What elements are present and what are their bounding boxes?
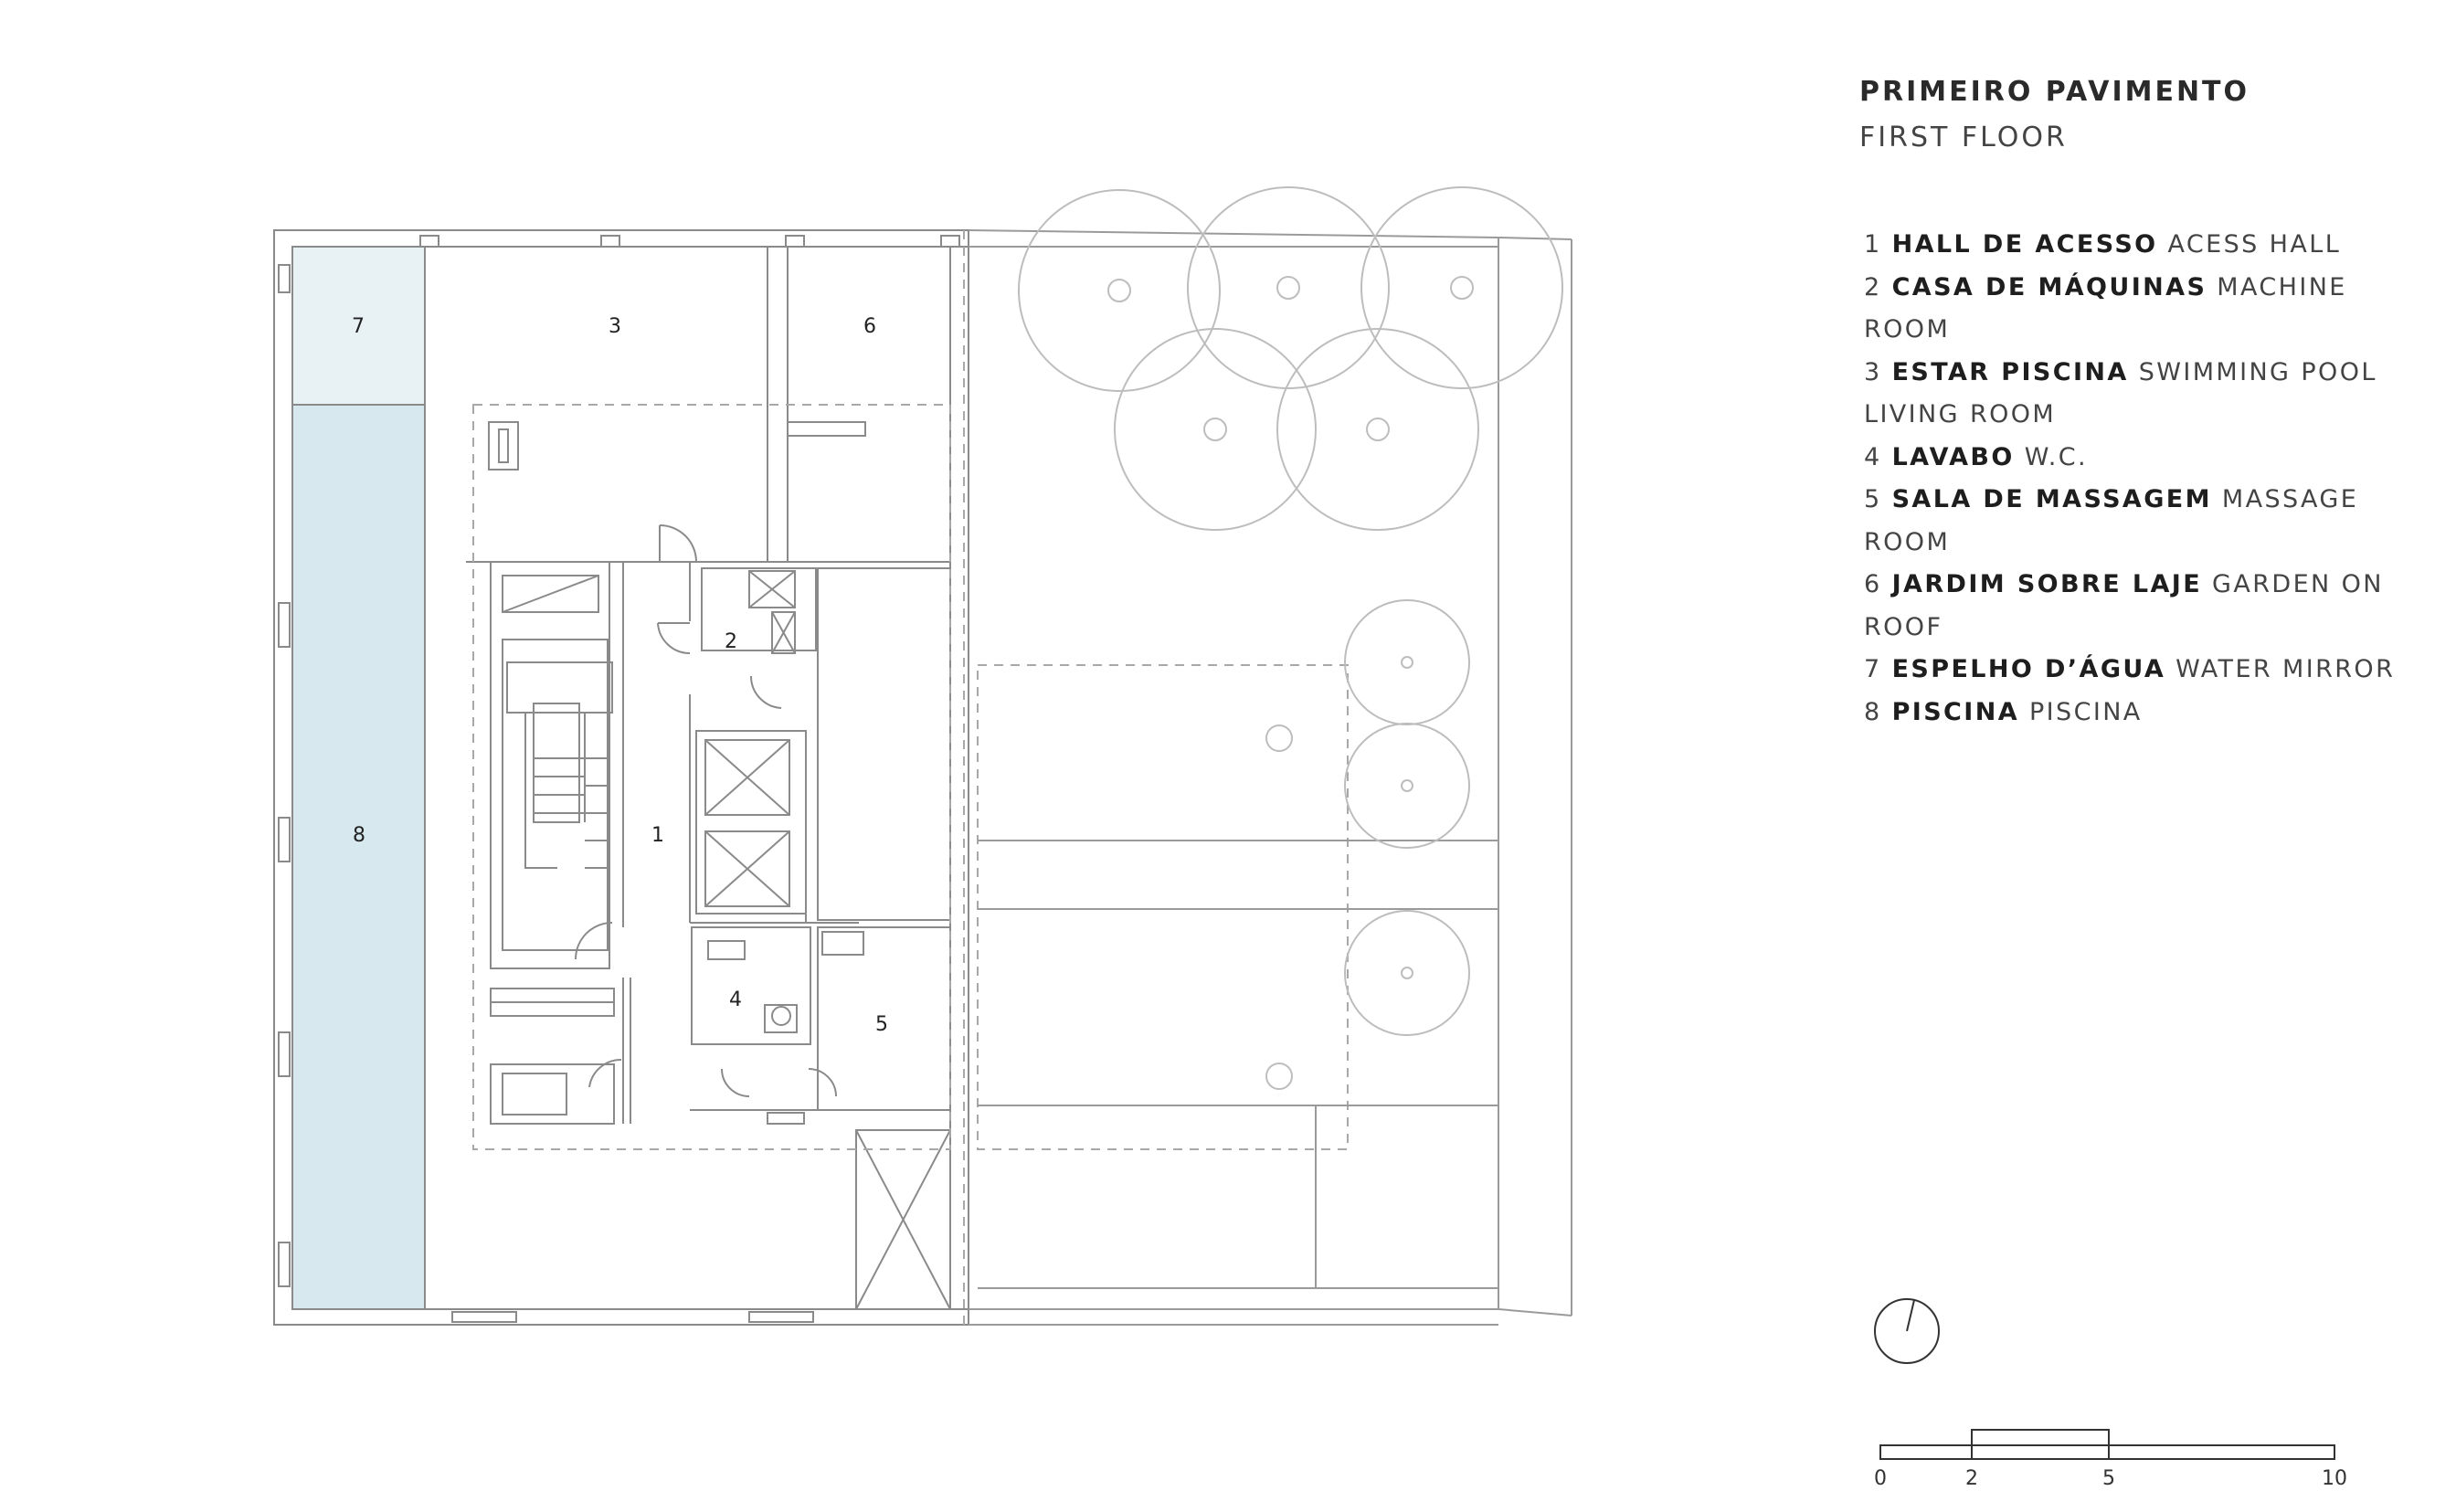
legend-item: 5 SALA DE MASSAGEM MASSAGE ROOM xyxy=(1864,479,2430,564)
legend-pt: HALL DE ACESSO xyxy=(1891,230,2158,259)
legend-num: 4 xyxy=(1864,442,1882,471)
legend-item: 6 JARDIM SOBRE LAJE GARDEN ON ROOF xyxy=(1864,564,2430,649)
legend-item: 2 CASA DE MÁQUINAS MACHINE ROOM xyxy=(1864,267,2430,352)
legend-pt: SALA DE MASSAGEM xyxy=(1891,485,2212,513)
building-outline xyxy=(273,229,969,1326)
legend-num: 8 xyxy=(1864,697,1882,726)
legend-en: MASSAGE ROOM xyxy=(1864,485,2359,556)
legend-en: SWIMMING POOL LIVING ROOM xyxy=(1864,357,2377,429)
room-label-6: 6 xyxy=(863,315,876,338)
room-label-4: 4 xyxy=(729,989,742,1011)
legend-en: GARDEN ON ROOF xyxy=(1864,570,2384,641)
legend-pt: ESTAR PISCINA xyxy=(1891,357,2129,386)
dashed-projections xyxy=(472,230,1349,1325)
roof-garden xyxy=(968,229,1572,1326)
legend-item: 7 ESPELHO D’ÁGUA WATER MIRROR xyxy=(1864,649,2430,692)
legend-item: 8 PISCINA PISCINA xyxy=(1864,692,2430,735)
legend-num: 6 xyxy=(1864,570,1882,598)
room-label-1: 1 xyxy=(651,824,664,847)
legend-item: 1 HALL DE ACESSO ACESS HALL xyxy=(1864,224,2430,267)
legend-num: 5 xyxy=(1864,485,1882,513)
scale-tick-5: 5 xyxy=(2102,1467,2115,1490)
legend-en: W.C. xyxy=(2024,442,2088,471)
legend-en: WATER MIRROR xyxy=(2175,655,2396,683)
room-label-8: 8 xyxy=(353,824,365,847)
water-mirror-area xyxy=(292,247,425,405)
legend-item: 4 LAVABO W.C. xyxy=(1864,437,2430,480)
room-label-7: 7 xyxy=(352,315,365,338)
legend-en: PISCINA xyxy=(2029,697,2143,726)
legend-en: ACESS HALL xyxy=(2167,230,2342,259)
pool-area xyxy=(292,405,425,1309)
scale-tick-0: 0 xyxy=(1874,1467,1887,1490)
room-label-3: 3 xyxy=(609,315,621,338)
scale-bar xyxy=(1879,1429,2335,1460)
room-legend: 1 HALL DE ACESSO ACESS HALL 2 CASA DE MÁ… xyxy=(1864,224,2430,734)
legend-item: 3 ESTAR PISCINA SWIMMING POOL LIVING ROO… xyxy=(1864,352,2430,437)
legend-en: MACHINE ROOM xyxy=(1864,272,2347,344)
page-subtitle: FIRST FLOOR xyxy=(1859,122,2068,153)
north-arrow-icon xyxy=(1874,1298,1940,1364)
trees xyxy=(1018,186,1563,1090)
legend-num: 7 xyxy=(1864,655,1882,683)
scale-tick-2: 2 xyxy=(1965,1467,1978,1490)
legend-pt: LAVABO xyxy=(1891,442,2015,471)
room-label-5: 5 xyxy=(875,1013,888,1036)
legend-num: 3 xyxy=(1864,357,1882,386)
legend-pt: JARDIM SOBRE LAJE xyxy=(1891,570,2203,598)
room-label-2: 2 xyxy=(725,630,737,653)
scale-tick-10: 10 xyxy=(2322,1467,2347,1490)
legend-num: 2 xyxy=(1864,272,1882,301)
page-title: PRIMEIRO PAVIMENTO xyxy=(1859,76,2250,108)
legend-num: 1 xyxy=(1864,230,1882,259)
legend-pt: ESPELHO D’ÁGUA xyxy=(1891,655,2166,683)
legend-pt: CASA DE MÁQUINAS xyxy=(1891,272,2207,301)
legend-pt: PISCINA xyxy=(1891,697,2020,726)
